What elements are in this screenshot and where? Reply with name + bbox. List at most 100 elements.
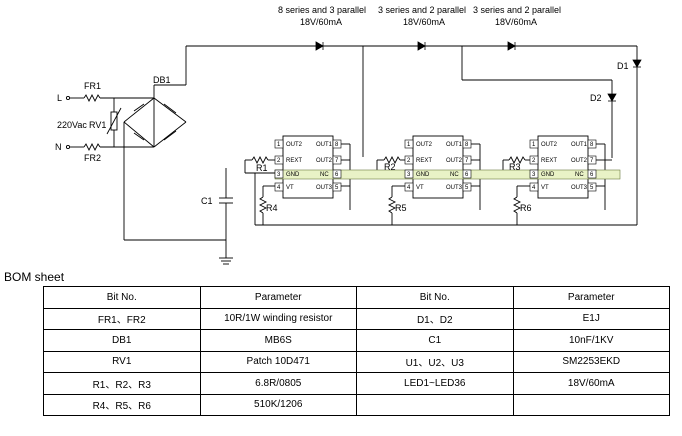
label-r1: R1 bbox=[256, 163, 268, 173]
bom-header-row: Bit No. Parameter Bit No. Parameter bbox=[43, 286, 670, 309]
svg-text:OUT3: OUT3 bbox=[446, 185, 463, 191]
table-row: R4、R5、R6 510K/1206 bbox=[43, 393, 670, 416]
label-r3: R3 bbox=[509, 162, 521, 172]
bom-cell: E1J bbox=[512, 307, 670, 330]
bom-cell bbox=[356, 393, 514, 416]
label-fr2: FR2 bbox=[84, 153, 101, 163]
svg-text:4: 4 bbox=[532, 185, 536, 191]
svg-text:6: 6 bbox=[465, 172, 469, 178]
bom-cell: LED1~LED36 bbox=[356, 372, 514, 395]
bom-header-bit-no: Bit No. bbox=[43, 286, 201, 309]
bom-cell: FR1、FR2 bbox=[43, 307, 201, 330]
bom-cell: 10nF/1KV bbox=[512, 329, 670, 352]
table-row: RV1 Patch 10D471 U1、U2、U3 SM2253EKD bbox=[43, 350, 670, 373]
table-row: FR1、FR2 10R/1W winding resistor D1、D2 E1… bbox=[43, 307, 670, 330]
bom-cell: U1、U2、U3 bbox=[356, 350, 514, 373]
svg-text:7: 7 bbox=[465, 158, 469, 164]
ic-u1: 1 2 3 4 8 7 6 5 OUT2 REXT GND VT OUT1 OU… bbox=[277, 142, 339, 191]
led-string-2-rating: 18V/60mA bbox=[403, 17, 445, 27]
svg-text:NC: NC bbox=[575, 172, 584, 178]
bom-cell: RV1 bbox=[43, 350, 201, 373]
label-r5: R5 bbox=[395, 203, 407, 213]
svg-text:1: 1 bbox=[407, 142, 411, 148]
bom-cell: 510K/1206 bbox=[199, 393, 357, 416]
circuit-schematic: 8 series and 3 parallel 18V/60mA 3 serie… bbox=[55, 5, 642, 265]
svg-text:REXT: REXT bbox=[541, 158, 557, 164]
ic-u2: 1 2 3 4 8 7 6 5 OUT2 REXT GND VT OUT1 OU… bbox=[407, 142, 469, 191]
led-string-1-rating: 18V/60mA bbox=[300, 17, 342, 27]
bom-cell: SM2253EKD bbox=[512, 350, 670, 373]
svg-text:8: 8 bbox=[465, 142, 469, 148]
bom-cell: R4、R5、R6 bbox=[43, 393, 201, 416]
svg-text:3: 3 bbox=[532, 172, 536, 178]
label-c1: C1 bbox=[201, 196, 213, 206]
svg-text:7: 7 bbox=[590, 158, 594, 164]
table-row: R1、R2、R3 6.8R/0805 LED1~LED36 18V/60mA bbox=[43, 372, 670, 395]
svg-text:5: 5 bbox=[590, 185, 594, 191]
label-r6: R6 bbox=[520, 203, 532, 213]
bom-cell bbox=[512, 393, 670, 416]
svg-text:8: 8 bbox=[335, 142, 339, 148]
svg-text:OUT2: OUT2 bbox=[571, 158, 588, 164]
label-r4: R4 bbox=[266, 203, 278, 213]
bom-cell: D1、D2 bbox=[356, 307, 514, 330]
svg-text:4: 4 bbox=[277, 185, 281, 191]
svg-text:5: 5 bbox=[335, 185, 339, 191]
label-220vac: 220Vac bbox=[57, 120, 87, 130]
svg-text:REXT: REXT bbox=[286, 158, 302, 164]
svg-text:OUT2: OUT2 bbox=[446, 158, 463, 164]
label-r2: R2 bbox=[384, 162, 396, 172]
svg-text:REXT: REXT bbox=[416, 158, 432, 164]
label-d2: D2 bbox=[590, 93, 602, 103]
led-string-3-rating: 18V/60mA bbox=[495, 17, 537, 27]
svg-text:3: 3 bbox=[407, 172, 411, 178]
bom-title: BOM sheet bbox=[4, 270, 65, 284]
svg-text:4: 4 bbox=[407, 185, 411, 191]
svg-text:GND: GND bbox=[286, 172, 300, 178]
bom-cell: Patch 10D471 bbox=[199, 350, 357, 373]
bom-header-parameter-2: Parameter bbox=[512, 286, 670, 309]
ic-u3: 1 2 3 4 8 7 6 5 OUT2 REXT GND VT OUT1 OU… bbox=[532, 142, 594, 191]
svg-text:2: 2 bbox=[277, 158, 281, 164]
svg-text:OUT3: OUT3 bbox=[571, 185, 588, 191]
label-l: L bbox=[57, 93, 62, 103]
svg-text:VT: VT bbox=[541, 185, 549, 191]
label-rv1: RV1 bbox=[89, 120, 106, 130]
table-row: DB1 MB6S C1 10nF/1KV bbox=[43, 329, 670, 352]
bom-cell: DB1 bbox=[43, 329, 201, 352]
svg-text:7: 7 bbox=[335, 158, 339, 164]
led-string-1-title: 8 series and 3 parallel bbox=[278, 5, 366, 15]
label-fr1: FR1 bbox=[84, 81, 101, 91]
bom-cell: 6.8R/0805 bbox=[199, 372, 357, 395]
svg-text:NC: NC bbox=[450, 172, 459, 178]
svg-text:VT: VT bbox=[286, 185, 294, 191]
led-string-2-title: 3 series and 2 parallel bbox=[378, 5, 466, 15]
label-n: N bbox=[55, 142, 62, 152]
svg-text:OUT3: OUT3 bbox=[316, 185, 333, 191]
bom-header-bit-no-2: Bit No. bbox=[356, 286, 514, 309]
svg-text:2: 2 bbox=[407, 158, 411, 164]
bom-cell: MB6S bbox=[199, 329, 357, 352]
svg-text:OUT1: OUT1 bbox=[446, 142, 463, 148]
bom-table: Bit No. Parameter Bit No. Parameter FR1、… bbox=[43, 286, 670, 416]
svg-text:5: 5 bbox=[465, 185, 469, 191]
label-d1: D1 bbox=[617, 61, 629, 71]
svg-text:OUT2: OUT2 bbox=[286, 142, 303, 148]
svg-text:VT: VT bbox=[416, 185, 424, 191]
svg-text:2: 2 bbox=[532, 158, 536, 164]
svg-text:1: 1 bbox=[532, 142, 536, 148]
svg-text:NC: NC bbox=[320, 172, 329, 178]
svg-text:GND: GND bbox=[416, 172, 430, 178]
svg-text:6: 6 bbox=[590, 172, 594, 178]
svg-text:OUT1: OUT1 bbox=[571, 142, 588, 148]
bom-cell: 10R/1W winding resistor bbox=[199, 307, 357, 330]
label-db1: DB1 bbox=[153, 75, 171, 85]
svg-text:OUT2: OUT2 bbox=[541, 142, 558, 148]
svg-text:OUT2: OUT2 bbox=[416, 142, 433, 148]
svg-text:8: 8 bbox=[590, 142, 594, 148]
svg-text:OUT1: OUT1 bbox=[316, 142, 333, 148]
svg-text:1: 1 bbox=[277, 142, 281, 148]
svg-text:OUT2: OUT2 bbox=[316, 158, 333, 164]
led-string-3-title: 3 series and 2 parallel bbox=[473, 5, 561, 15]
svg-text:3: 3 bbox=[277, 172, 281, 178]
